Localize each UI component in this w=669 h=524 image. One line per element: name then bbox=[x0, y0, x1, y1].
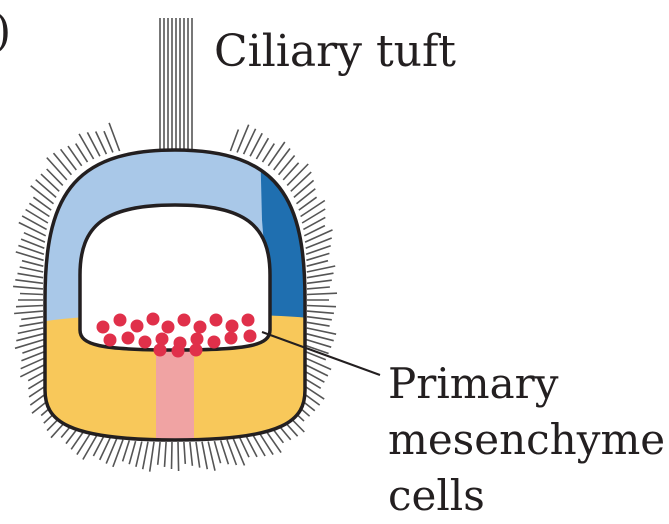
cilium bbox=[22, 261, 43, 267]
cilium bbox=[307, 266, 335, 272]
cilium bbox=[274, 149, 290, 171]
mesenchyme-cell bbox=[131, 320, 144, 333]
cilium bbox=[307, 317, 332, 320]
mesenchyme-cell bbox=[208, 336, 221, 349]
cilium bbox=[305, 358, 332, 370]
cilium bbox=[19, 322, 43, 326]
cilium bbox=[190, 442, 193, 466]
cilium bbox=[22, 216, 46, 230]
mesenchyme-cell bbox=[97, 321, 110, 334]
cilium bbox=[20, 294, 43, 295]
mesenchyme-cell bbox=[172, 345, 185, 358]
cilium bbox=[294, 180, 314, 197]
pmc-label-line-2: mesenchyme bbox=[388, 412, 668, 468]
cilium bbox=[305, 352, 325, 360]
cilium bbox=[307, 306, 336, 307]
cilium bbox=[18, 328, 43, 333]
vegetal-center bbox=[156, 345, 194, 445]
mesenchyme-cell bbox=[190, 344, 203, 357]
cilium bbox=[83, 434, 98, 460]
cilium bbox=[36, 180, 56, 198]
cilium bbox=[307, 334, 334, 341]
cilium bbox=[143, 442, 148, 470]
cilium bbox=[150, 442, 154, 472]
cilium bbox=[16, 334, 43, 341]
cilium bbox=[14, 311, 43, 313]
cilium bbox=[306, 340, 331, 348]
mesenchyme-cell bbox=[225, 332, 238, 345]
mesenchyme-cell bbox=[156, 333, 169, 346]
panel-mark: ) bbox=[0, 8, 11, 56]
cilium bbox=[47, 169, 63, 185]
mesenchyme-cell bbox=[194, 321, 207, 334]
cilium bbox=[279, 156, 295, 175]
cilium bbox=[307, 293, 337, 294]
cilium bbox=[136, 442, 142, 467]
cilium bbox=[47, 158, 67, 180]
cilium bbox=[221, 441, 229, 465]
cilium bbox=[172, 442, 173, 469]
ciliary-tuft-label: Ciliary tuft bbox=[214, 28, 456, 76]
cilium bbox=[208, 442, 215, 471]
cilium bbox=[307, 280, 332, 283]
cilium bbox=[15, 280, 43, 284]
ciliary-tuft bbox=[160, 18, 192, 152]
mesenchyme-cell bbox=[154, 344, 167, 357]
cilium bbox=[26, 210, 48, 224]
mesenchyme-cell bbox=[210, 314, 223, 327]
mesenchyme-cell bbox=[244, 330, 257, 343]
cilium bbox=[165, 442, 167, 467]
primary-mesenchyme-cells-label: Primary mesenchyme cells bbox=[388, 356, 668, 524]
cilium bbox=[307, 261, 328, 267]
cilium bbox=[214, 441, 220, 463]
mesenchyme-cell bbox=[162, 321, 175, 334]
cilium bbox=[301, 201, 325, 217]
cilium bbox=[41, 174, 59, 191]
cilium bbox=[16, 306, 43, 307]
mesenchyme-cell bbox=[226, 320, 239, 333]
cilium bbox=[31, 186, 54, 204]
mesenchyme-cell bbox=[122, 332, 135, 345]
cilium bbox=[184, 442, 185, 464]
cilium bbox=[297, 189, 316, 204]
cilium bbox=[302, 209, 325, 223]
pmc-label-line-3: cells bbox=[388, 468, 668, 524]
cilium bbox=[196, 442, 200, 468]
cilium bbox=[291, 172, 311, 191]
cilium bbox=[178, 442, 179, 471]
cilium bbox=[123, 441, 130, 462]
cilium bbox=[307, 273, 334, 278]
cilium bbox=[230, 130, 238, 152]
cilium bbox=[54, 153, 72, 175]
cilium bbox=[268, 142, 285, 166]
pmc-label-line-1: Primary bbox=[388, 356, 668, 412]
mesenchyme-cell bbox=[242, 314, 255, 327]
cilium bbox=[20, 267, 44, 272]
cilium bbox=[61, 149, 77, 170]
cilium bbox=[307, 328, 336, 334]
mesenchyme-cell bbox=[114, 314, 127, 327]
cilium bbox=[305, 230, 332, 242]
cilium bbox=[158, 442, 160, 465]
cilium bbox=[129, 441, 135, 464]
mesenchyme-cell bbox=[147, 313, 160, 326]
mesenchyme-cell bbox=[191, 333, 204, 346]
mesenchyme-cell bbox=[104, 334, 117, 347]
cilium bbox=[20, 364, 46, 377]
cilium bbox=[13, 286, 43, 289]
cilium bbox=[21, 317, 43, 320]
cilium bbox=[22, 346, 44, 354]
cilium bbox=[307, 311, 334, 313]
cilium bbox=[79, 134, 94, 159]
cilium bbox=[104, 131, 113, 152]
mesenchyme-cell bbox=[139, 336, 152, 349]
cilium bbox=[18, 273, 44, 277]
cilium bbox=[19, 223, 46, 236]
cilium bbox=[202, 442, 207, 470]
cilium bbox=[287, 164, 308, 185]
mesenchyme-cell bbox=[178, 314, 191, 327]
cilium bbox=[306, 253, 329, 260]
cilium bbox=[307, 287, 330, 289]
cilium bbox=[307, 322, 330, 326]
